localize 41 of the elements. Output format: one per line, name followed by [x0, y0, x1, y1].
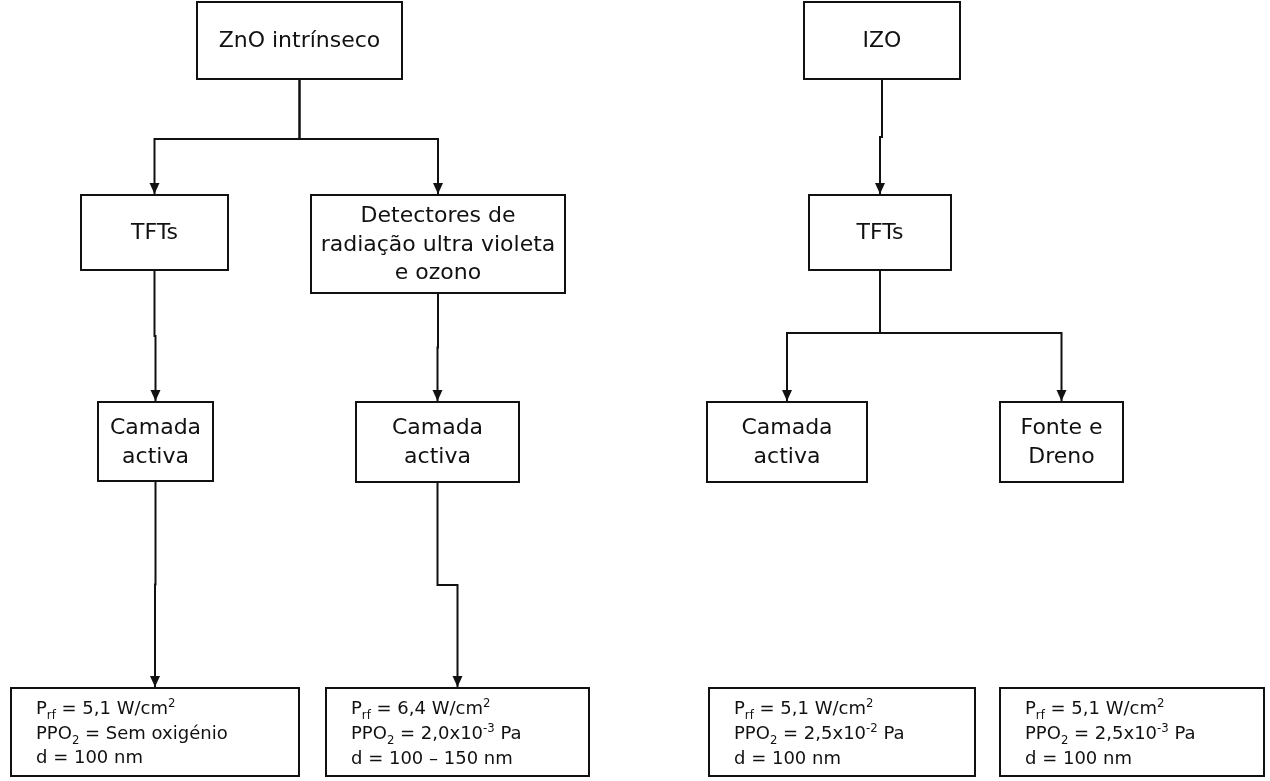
arrow: [436, 482, 463, 688]
arrow: [879, 270, 1067, 402]
parameter-text: P$_{rf}$ = 6,4 W/cm$^{2}$: [351, 695, 491, 722]
process-box: [808, 194, 952, 271]
box-label: Fonte e Dreno: [1019, 413, 1104, 470]
process-box: [706, 401, 868, 483]
parameter-text: P$_{rf}$ = 5,1 W/cm$^{2}$: [36, 696, 176, 722]
parameter-text: d = 100 – 150 nm: [351, 746, 513, 769]
process-box: [196, 1, 403, 80]
box-label: Camada activa: [390, 413, 485, 470]
parameter-text: PPO$_{2}$ = 2,5x10$^{-3}$ Pa: [1025, 721, 1196, 747]
box-label: Camada activa: [740, 413, 834, 470]
box-label: Detectores de radiação ultra violeta e ozono: [320, 201, 556, 287]
parameter-box: [708, 687, 976, 777]
arrow: [150, 270, 161, 402]
process-box: [803, 1, 961, 80]
arrow: [298, 79, 443, 195]
parameter-text: d = 100 nm: [734, 746, 841, 769]
parameter-text: d = 100 nm: [1025, 746, 1132, 769]
arrow: [875, 79, 885, 195]
parameter-box: [999, 687, 1265, 777]
arrow: [150, 481, 160, 688]
parameter-text: PPO$_{2}$ = 2,5x10$^{-2}$ Pa: [734, 721, 905, 747]
process-box: [80, 194, 229, 271]
box-label: IZO: [862, 26, 902, 55]
process-box: [355, 401, 520, 483]
parameter-text: PPO$_{2}$ = 2,0x10$^{-3}$ Pa: [351, 721, 522, 747]
parameter-box: [10, 687, 300, 777]
parameter-text: d = 100 nm: [36, 746, 143, 768]
box-label: TFTs: [131, 218, 178, 247]
process-box: [97, 401, 214, 482]
box-label: Camada activa: [108, 412, 203, 470]
parameter-text: P$_{rf}$ = 5,1 W/cm$^{2}$: [1025, 695, 1165, 722]
box-label: TFTs: [856, 218, 904, 247]
parameter-box: [325, 687, 590, 777]
arrow: [432, 293, 443, 402]
box-label: ZnO intrínseco: [218, 26, 381, 55]
parameter-text: PPO$_{2}$ = Sem oxigénio: [36, 721, 228, 747]
process-box: [310, 194, 566, 294]
process-box: [999, 401, 1124, 483]
parameter-text: P$_{rf}$ = 5,1 W/cm$^{2}$: [734, 695, 874, 722]
